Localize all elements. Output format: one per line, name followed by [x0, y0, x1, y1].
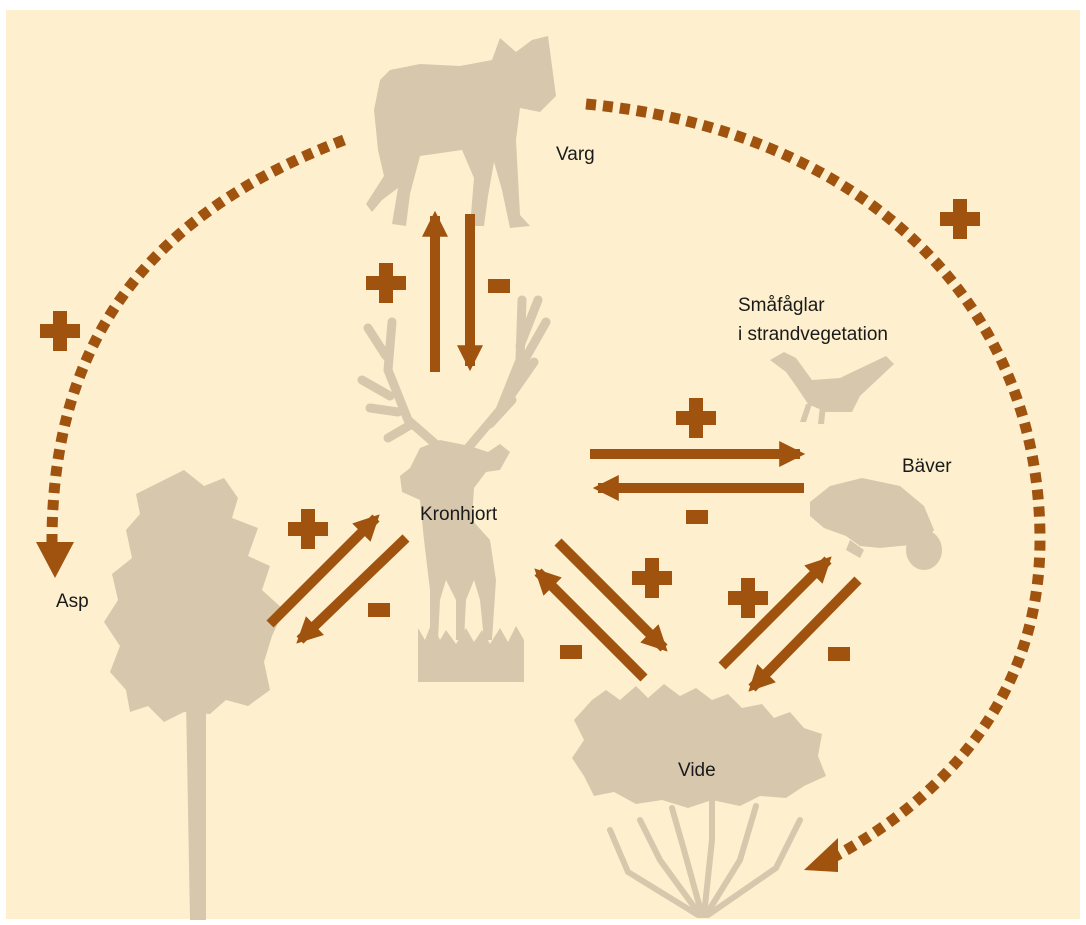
- minus-sign: [560, 645, 582, 659]
- deer-label: Kronhjort: [420, 504, 498, 525]
- willow-label: Vide: [678, 760, 716, 781]
- minus-sign: [686, 510, 708, 524]
- beaver-label: Bäver: [902, 456, 952, 477]
- minus-sign: [488, 279, 510, 293]
- birds-label-line1: Småfåglar: [738, 295, 825, 316]
- wolf-label: Varg: [556, 144, 595, 165]
- minus-sign: [828, 647, 850, 661]
- aspen-label: Asp: [56, 591, 89, 612]
- birds-label-line2: i strandvegetation: [738, 324, 888, 345]
- minus-sign: [368, 603, 390, 617]
